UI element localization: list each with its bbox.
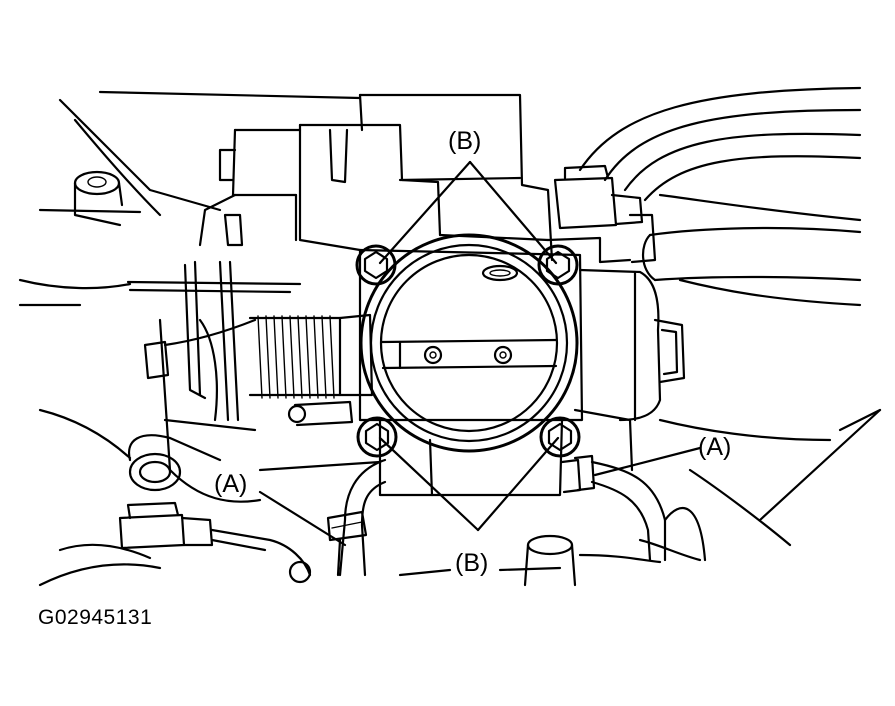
right-housing (573, 268, 686, 472)
callout-a-right: (A) (698, 433, 731, 461)
callout-b-top: (B) (448, 127, 481, 155)
callout-a-left: (A) (214, 470, 247, 498)
harness-connector (118, 501, 312, 584)
bolt-bottom-left (356, 416, 398, 458)
bolt-bottom-right (539, 416, 581, 458)
sensor-connector (546, 164, 657, 264)
figure-id: G02945131 (38, 606, 153, 629)
bolt-top-right (537, 244, 579, 286)
coolant-hose-right (560, 454, 707, 562)
bottom-cap (523, 534, 577, 587)
upper-housing (198, 93, 554, 262)
coolant-hose-left (326, 458, 387, 577)
left-bracket (73, 170, 222, 492)
callout-b-bottom: (B) (455, 549, 488, 577)
bolt-top-left (355, 244, 397, 286)
leader-lines (258, 160, 702, 547)
engine-bay-background (18, 90, 882, 587)
mounting-bolts (355, 244, 581, 458)
throttle-bore (358, 233, 584, 497)
upper-hoses (578, 86, 862, 282)
return-spring (248, 313, 374, 427)
throttle-linkage (126, 260, 302, 503)
